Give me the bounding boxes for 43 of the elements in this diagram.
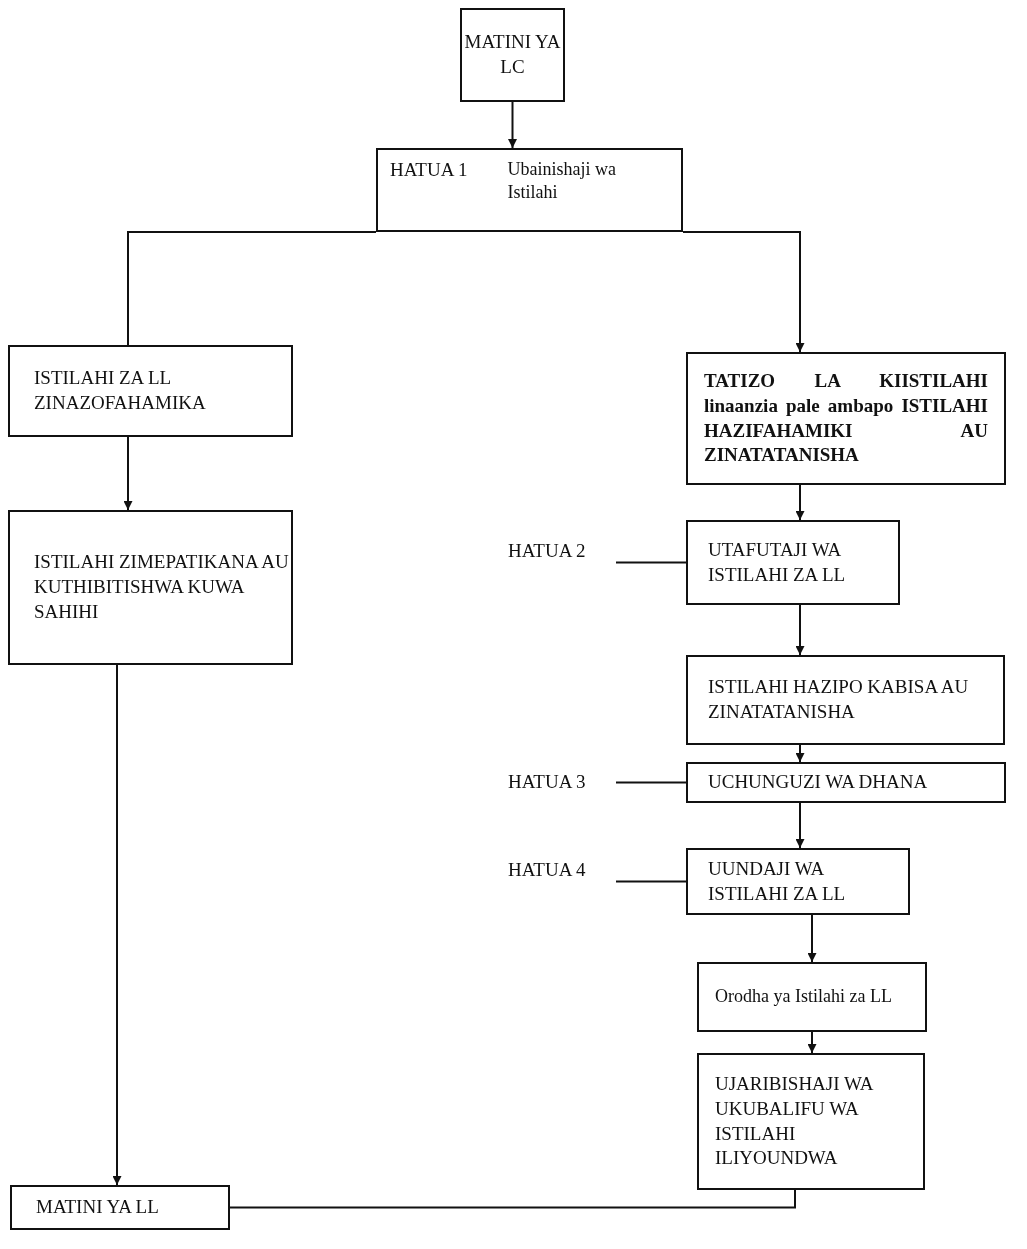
process-box <box>686 848 910 915</box>
arrow <box>807 914 817 963</box>
box-text: TATIZO LA KIISTILAHI linaanzia pale ambapo ISTILAHI HAZIFAHAMIKI AU ZINATATANISHA <box>704 369 988 468</box>
arrow <box>795 604 805 656</box>
step-description: Ubainishaji wa Istilahi <box>507 158 618 205</box>
process-box <box>460 8 565 102</box>
arrow <box>795 484 805 521</box>
step-label: HATUA 3 <box>508 769 616 795</box>
step-label: HATUA 4 <box>508 857 616 883</box>
box-text: ISTILAHI ZA LL ZINAZOFAHAMIKA <box>34 366 207 415</box>
box-text: UCHUNGUZI WA DHANA <box>708 770 929 795</box>
step-label: HATUA 2 <box>508 538 616 564</box>
process-box <box>8 345 293 437</box>
box-text: ISTILAHI HAZIPO KABISA AU ZINATATANISHA <box>708 675 970 724</box>
box-text: ISTILAHI ZIMEPATIKANA AU KUTHIBITISHWA KUWA SAHIHI <box>34 550 290 624</box>
box-text: Orodha ya Istilahi za LL <box>715 985 893 1009</box>
connector-line <box>127 231 377 346</box>
box-text: UUNDAJI WA ISTILAHI ZA LL <box>708 856 847 906</box>
box-text: MATINI YA LC <box>463 30 562 79</box>
arrow <box>508 101 517 149</box>
arrow <box>123 436 133 511</box>
box-text: UTAFUTAJI WA ISTILAHI ZA LL <box>708 537 847 587</box>
process-box <box>686 762 1006 803</box>
arrow <box>682 231 805 353</box>
connector-line <box>615 880 687 883</box>
arrow <box>807 1031 817 1054</box>
process-box <box>10 1185 230 1230</box>
connector-line <box>615 781 687 784</box>
process-box <box>686 352 1006 485</box>
step-title: HATUA 1 <box>390 158 468 182</box>
box-text: UJARIBISHAJI WA UKUBALIFU WA ISTILAHI ILIYOUNDWA <box>715 1072 874 1171</box>
step-box <box>376 148 683 232</box>
box-text: MATINI YA LL <box>36 1195 160 1220</box>
process-box <box>697 962 927 1032</box>
arrow <box>795 744 805 763</box>
process-box <box>8 510 293 665</box>
connector-line <box>615 561 687 564</box>
connector-line <box>229 1189 796 1209</box>
process-box <box>686 520 900 605</box>
arrow <box>795 802 805 849</box>
arrow <box>112 664 122 1186</box>
process-box <box>686 655 1005 745</box>
process-box <box>697 1053 925 1190</box>
